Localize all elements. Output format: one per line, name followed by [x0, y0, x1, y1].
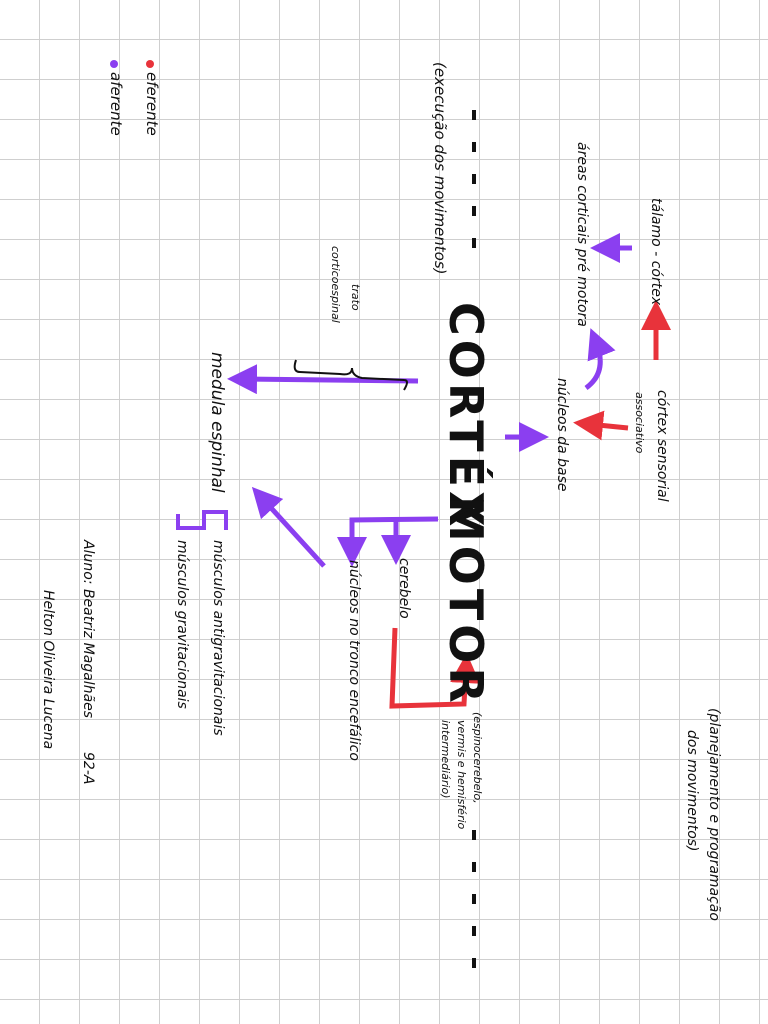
legend-eferente: eferente: [143, 72, 161, 136]
label-planejamento-1: (planejamento e programação: [706, 708, 722, 921]
label-cortex-sensorial-2: associativo: [633, 392, 646, 454]
arrow-tronco-to-medula: [251, 486, 326, 568]
legend-aferente: aferente: [107, 72, 125, 136]
title-motor: MOTOR: [439, 496, 493, 707]
label-musculos-grav: músculos gravitacionais: [174, 540, 190, 709]
bracket-trato: [293, 359, 408, 391]
legend-red-dot: [146, 60, 154, 68]
label-nucleos-base: núcleos da base: [554, 378, 570, 492]
label-cerebelo: cerebelo: [396, 558, 412, 619]
label-cerebelo-info-2: vermis e hemisfério: [455, 720, 468, 830]
label-cortex-sensorial-1: córtex sensorial: [654, 390, 670, 502]
label-medula: medula espinhal: [207, 352, 227, 493]
label-execucao: (execução dos movimentos): [431, 62, 449, 275]
label-cerebelo-info-1: (espinocerebelo,: [471, 712, 484, 804]
arrow-sensorial-to-nucleos: [573, 410, 629, 441]
label-cerebelo-info-3: intermediário): [439, 720, 452, 799]
label-trato-2: corticoespinal: [329, 246, 342, 323]
arrow-nucleos-to-areas: [584, 328, 616, 391]
label-planejamento-2: dos movimentos): [684, 730, 700, 852]
label-musculos-anti: músculos antigravitacionais: [210, 540, 226, 736]
bracket-musculos: [176, 510, 228, 530]
label-nucleos-tronco: núcleos no tronco encefálico: [346, 560, 362, 761]
label-aluno: Aluno: Beatriz Magalhães: [80, 540, 96, 719]
label-talamo-cortical: tálamo - córtex: [648, 198, 664, 306]
label-areas-corticais: áreas corticais pré motora: [574, 142, 590, 327]
label-professor: Helton Oliveira Lucena: [40, 590, 56, 750]
arrow-cortex-to-medula: [227, 364, 419, 395]
legend-purple-dot: [110, 60, 118, 68]
arrow-cortex-to-cerebelo: [337, 516, 439, 567]
label-trato-1: trato: [349, 284, 362, 311]
arrow-cerebelo-to-cortex: [389, 627, 481, 709]
label-turma: 92-A: [80, 752, 96, 785]
